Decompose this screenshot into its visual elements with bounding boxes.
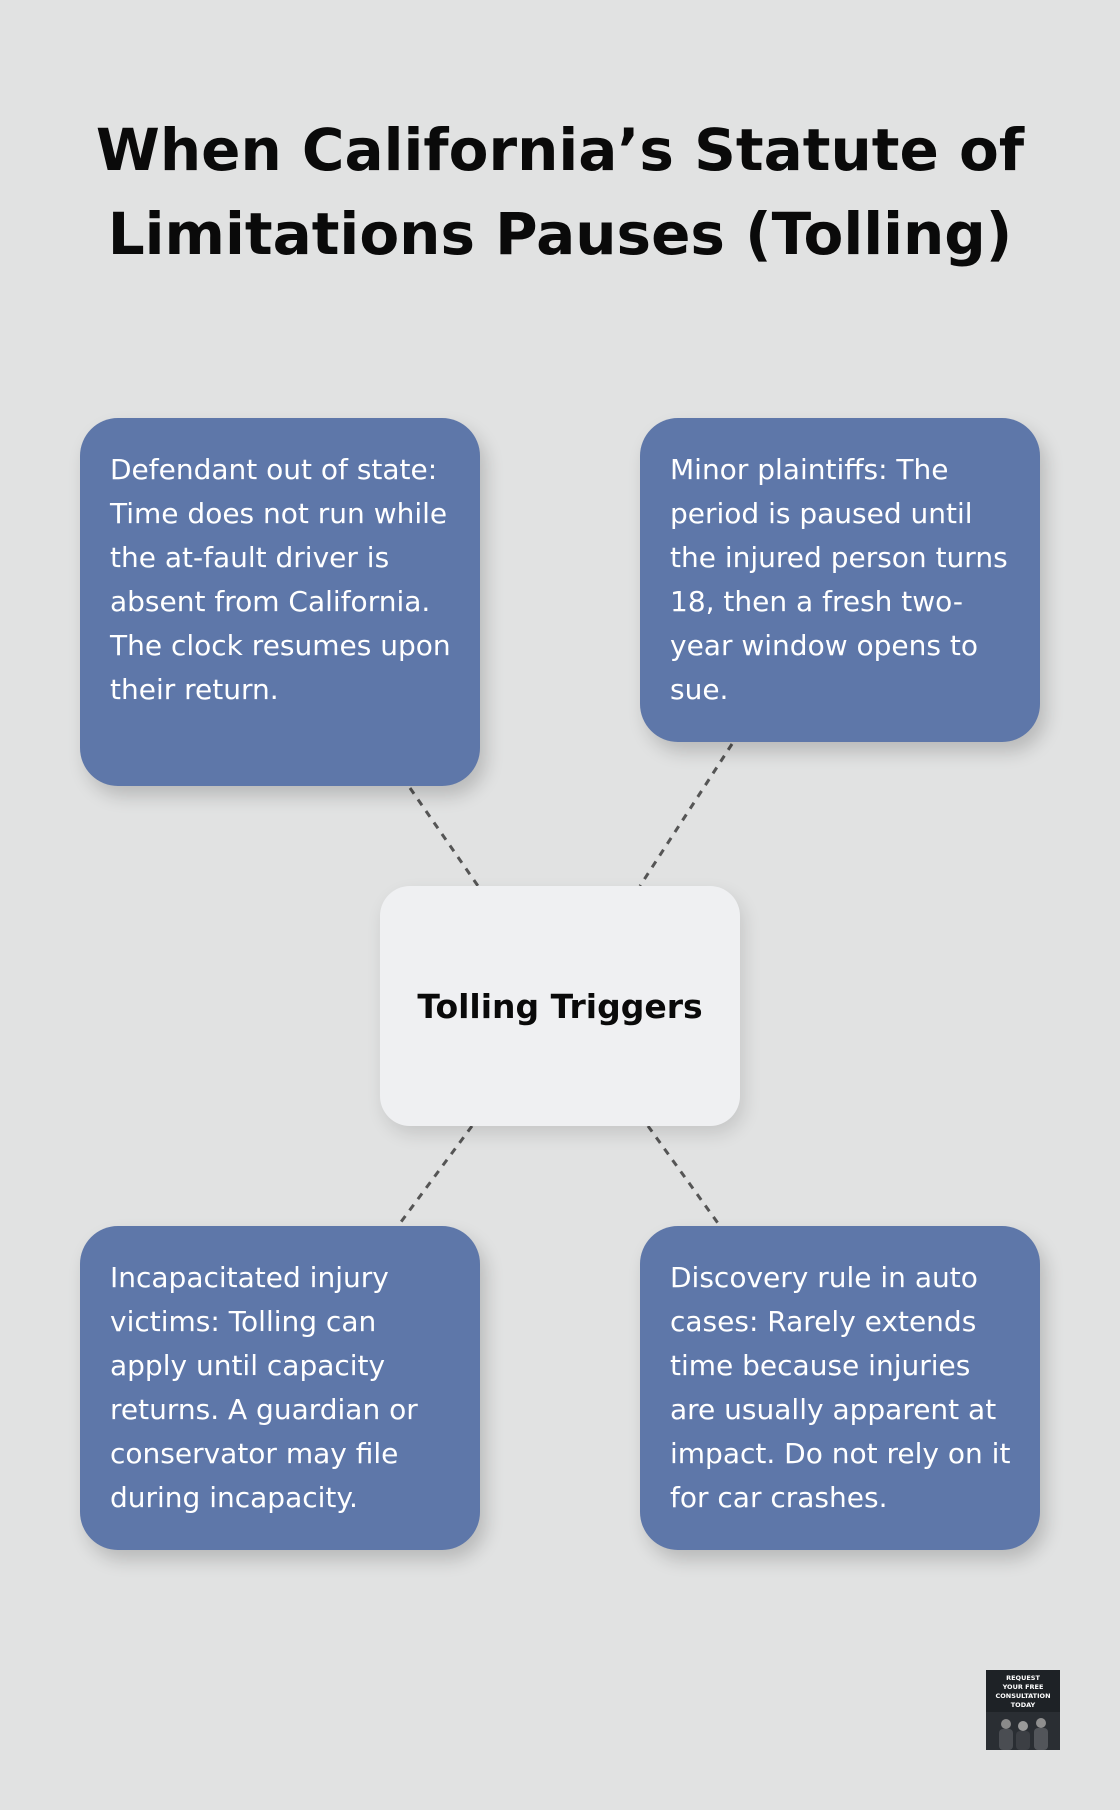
attorneys-photo-icon: [986, 1712, 1060, 1750]
center-node-label: Tolling Triggers: [417, 986, 703, 1026]
consultation-badge[interactable]: REQUEST YOUR FREE CONSULTATION TODAY: [986, 1670, 1060, 1750]
node-discovery-rule: Discovery rule in auto cases: Rarely ext…: [640, 1226, 1040, 1550]
center-node: Tolling Triggers: [380, 886, 740, 1126]
node-incapacitated-victims: Incapacitated injury victims: Tolling ca…: [80, 1226, 480, 1550]
diagram-title: When California’s Statute of Limitations…: [95, 116, 1025, 268]
node-defendant-out-of-state: Defendant out of state: Time does not ru…: [80, 418, 480, 786]
consultation-badge-text: REQUEST YOUR FREE CONSULTATION TODAY: [995, 1674, 1051, 1709]
connector-top-right: [638, 743, 734, 887]
node-minor-plaintiffs: Minor plaintiffs: The period is paused u…: [640, 418, 1040, 742]
connector-bottom-left: [396, 1125, 474, 1227]
connector-bottom-right: [646, 1125, 722, 1227]
connector-top-left: [408, 787, 480, 887]
